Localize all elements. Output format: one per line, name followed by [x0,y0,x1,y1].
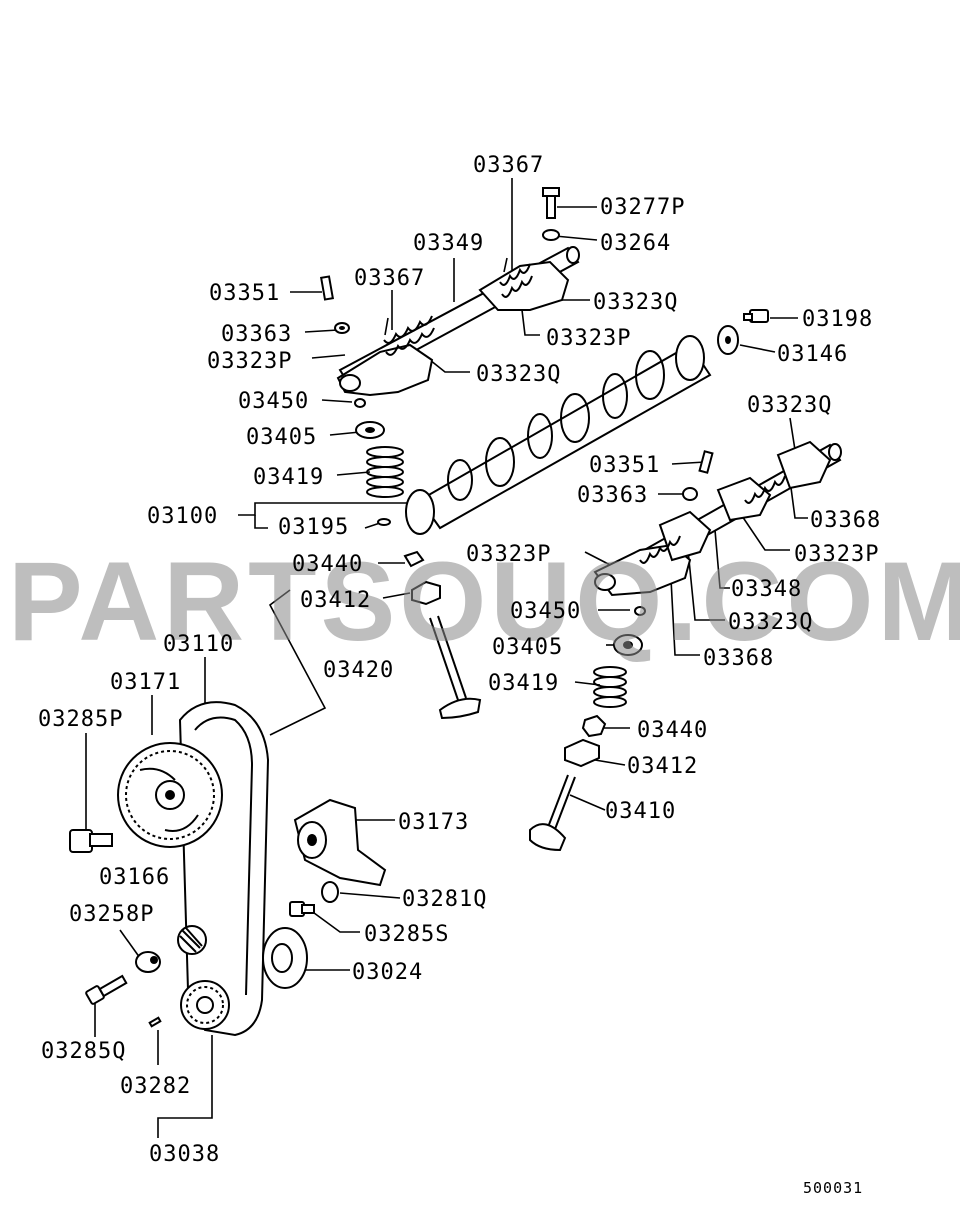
timing-belt-assembly [69,701,387,1037]
label-03171: 03171 [110,670,181,695]
label-03198: 03198 [802,307,873,332]
label-03323P: 03323P [794,542,879,567]
label-03450: 03450 [238,389,309,414]
label-03110: 03110 [163,632,234,657]
label-03405: 03405 [492,635,563,660]
label-03258P: 03258P [69,902,154,927]
label-03405: 03405 [246,425,317,450]
label-03412: 03412 [300,588,371,613]
label-03351: 03351 [209,281,280,306]
label-03323Q: 03323Q [593,290,678,315]
label-03363: 03363 [577,483,648,508]
exhaust-valve-train [529,606,646,852]
label-03285S: 03285S [364,922,449,947]
label-03264: 03264 [600,231,671,256]
label-03351: 03351 [589,453,660,478]
label-03166: 03166 [99,865,170,890]
label-03100: 03100 [147,504,218,529]
watermark: PARTSOUQ.COM [8,539,960,664]
leader-lines [85,178,808,1138]
intake-rocker-shaft-assembly [319,187,580,397]
label-03323Q: 03323Q [728,610,813,635]
label-03349: 03349 [413,231,484,256]
label-03368: 03368 [810,508,881,533]
label-03146: 03146 [777,342,848,367]
part-labels: 03367 03277P 03349 03264 03351 03367 033… [38,153,881,1167]
label-03450: 03450 [510,599,581,624]
label-03363: 03363 [221,322,292,347]
label-03038: 03038 [149,1142,220,1167]
label-03024: 03024 [352,960,423,985]
label-03323P: 03323P [207,349,292,374]
label-03323Q: 03323Q [476,362,561,387]
label-03323P: 03323P [546,326,631,351]
label-03195: 03195 [278,515,349,540]
label-03367: 03367 [473,153,544,178]
label-03277P: 03277P [600,195,685,220]
label-03285Q: 03285Q [41,1039,126,1064]
label-03173: 03173 [398,810,469,835]
label-03348: 03348 [731,577,802,602]
label-03420: 03420 [323,658,394,683]
label-03419: 03419 [488,671,559,696]
label-03323P: 03323P [466,542,551,567]
label-03282: 03282 [120,1074,191,1099]
diagram-code: 500031 [803,1179,863,1197]
intake-valve-train [354,398,482,720]
label-03440: 03440 [637,718,708,743]
label-03285P: 03285P [38,707,123,732]
label-03368: 03368 [703,646,774,671]
exhaust-rocker-shaft-assembly [593,440,842,597]
label-03440: 03440 [292,552,363,577]
camshaft [377,309,769,535]
label-03367: 03367 [354,266,425,291]
label-03412: 03412 [627,754,698,779]
label-03410: 03410 [605,799,676,824]
label-03323Q: 03323Q [747,393,832,418]
label-03419: 03419 [253,465,324,490]
label-03281Q: 03281Q [402,887,487,912]
